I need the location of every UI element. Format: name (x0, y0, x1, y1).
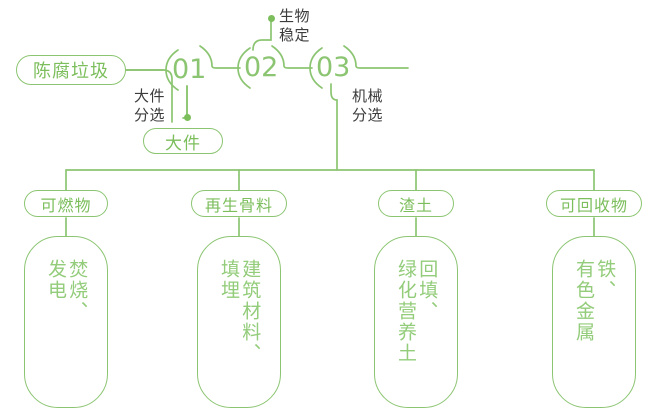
usage-box-3-line2: 绿化营养土 (395, 259, 416, 364)
stage-number-03[interactable]: 03 (316, 52, 351, 83)
usage-box-4-line1: 铁、 (594, 259, 616, 301)
usage-box-1[interactable]: 焚烧、 发电 (24, 236, 108, 408)
annotation-02: 生物 稳定 (279, 8, 310, 46)
line-02-to-bio (252, 17, 272, 51)
usage-box-2-line2: 填埋 (218, 259, 239, 301)
annotation-02-line1: 生物 (279, 8, 311, 25)
endpoint-dot-bulky (184, 114, 191, 121)
category-pill-3-label: 渣土 (398, 197, 433, 215)
usage-box-2-line1: 建筑材料、 (239, 259, 261, 364)
annotation-01-line2: 分选 (134, 106, 166, 124)
annotation-01: 大件 分选 (134, 88, 165, 126)
node-root[interactable]: 陈腐垃圾 (16, 55, 126, 85)
category-pill-3[interactable]: 渣土 (378, 190, 454, 217)
usage-box-1-line2: 发电 (45, 259, 66, 301)
category-pill-2[interactable]: 再生骨料 (191, 190, 287, 217)
arc-03-right (343, 45, 409, 69)
category-pill-2-label: 再生骨料 (204, 197, 273, 215)
arc-02-right (271, 45, 313, 69)
usage-box-3-line1: 回填、 (416, 259, 438, 322)
line-03-to-bus (330, 83, 338, 171)
usage-box-4[interactable]: 铁、 有色金属 (552, 236, 636, 408)
endpoint-dot-bio (268, 15, 275, 22)
category-pill-1[interactable]: 可燃物 (24, 190, 108, 217)
arc-03-left (309, 47, 323, 89)
category-pill-4-label: 可回收物 (559, 197, 628, 215)
category-pill-1-label: 可燃物 (40, 197, 92, 215)
usage-box-4-line2: 有色金属 (573, 259, 594, 343)
stage-number-02[interactable]: 02 (244, 52, 279, 83)
arc-02-left (237, 47, 251, 89)
annotation-03-line2: 分选 (352, 106, 384, 124)
node-root-label: 陈腐垃圾 (33, 61, 109, 81)
category-pill-4[interactable]: 可回收物 (546, 190, 642, 217)
annotation-02-line2: 稳定 (279, 26, 311, 44)
annotation-01-line1: 大件 (134, 88, 166, 105)
node-output-bulky-label: 大件 (165, 133, 201, 153)
annotation-03: 机械 分选 (352, 88, 383, 126)
stage-number-01[interactable]: 01 (172, 54, 207, 85)
annotation-03-line1: 机械 (352, 88, 384, 105)
usage-box-2[interactable]: 建筑材料、 填埋 (197, 236, 281, 408)
usage-box-3[interactable]: 回填、 绿化营养土 (374, 236, 458, 408)
arc-01-left (165, 49, 179, 91)
arc-01-right (199, 45, 241, 69)
usage-box-1-line1: 焚烧、 (66, 259, 88, 322)
node-output-bulky[interactable]: 大件 (143, 128, 223, 154)
